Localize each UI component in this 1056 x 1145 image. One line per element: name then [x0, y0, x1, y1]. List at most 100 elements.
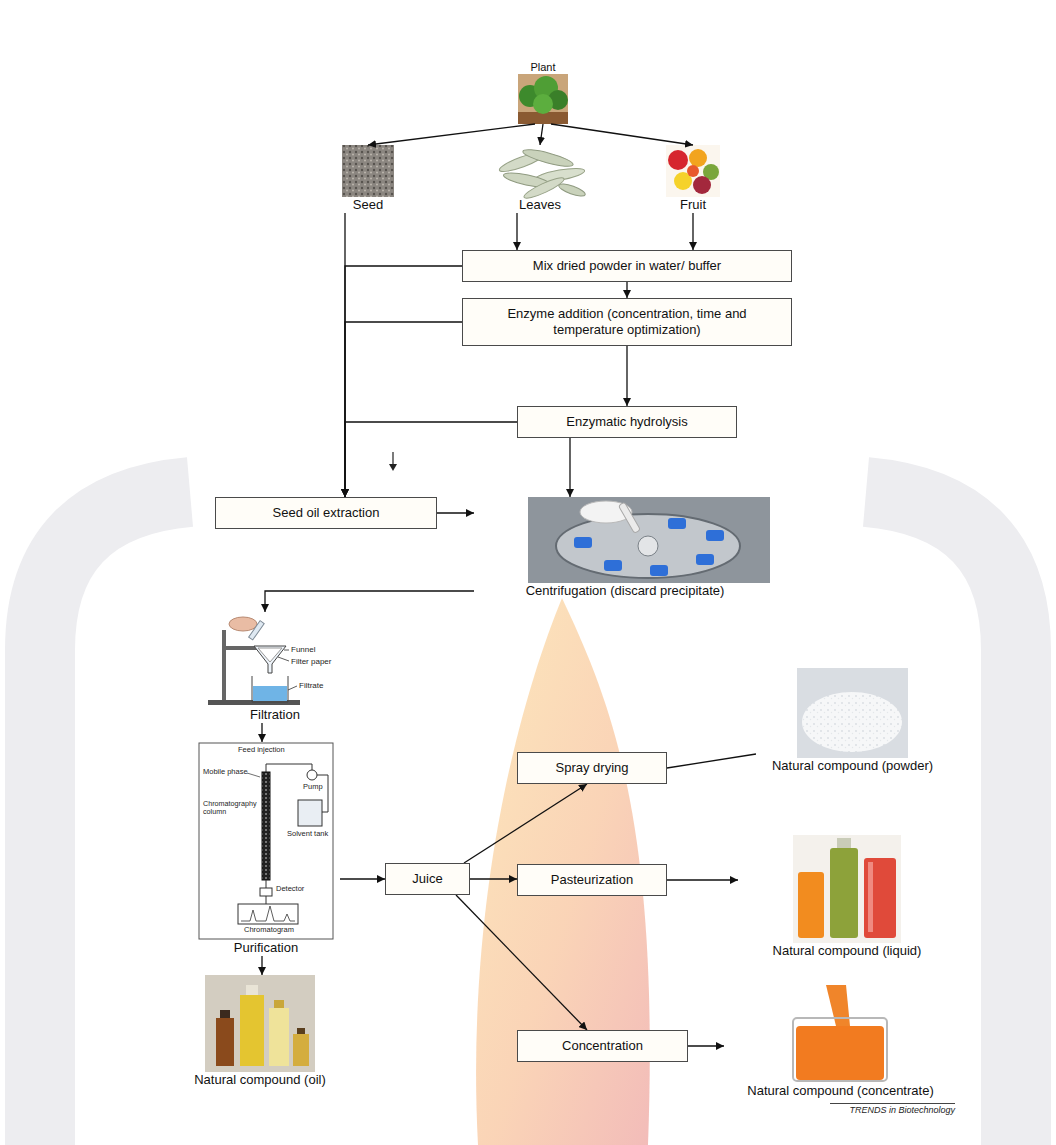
flow-arrow	[456, 895, 587, 1030]
part-label: Filtrate	[299, 681, 323, 690]
box-text: Enzymatic hydrolysis	[528, 414, 726, 430]
hand	[229, 617, 257, 631]
leader-line	[247, 773, 260, 777]
box-text: Seed oil extraction	[226, 505, 426, 521]
watermark-flame	[476, 598, 650, 1145]
oil-photo: Natural compound (oil)	[176, 975, 344, 1088]
centrifuge-photo: Centrifugation (discard precipitate)	[474, 497, 776, 599]
pouring-tube	[249, 621, 265, 640]
photo-ground	[518, 74, 568, 124]
pump-symbol	[307, 770, 317, 780]
part-label: Feed injection	[238, 746, 285, 755]
leaf	[522, 146, 575, 169]
watermark-arc	[40, 492, 190, 1145]
seed-photo	[342, 145, 394, 197]
process-box: Mix dried powder in water/ buffer	[462, 250, 792, 282]
flow-arrow	[345, 322, 462, 497]
concentrate-photo: Natural compound (concentrate)	[724, 985, 957, 1099]
oil-photo	[205, 975, 315, 1072]
fruit	[687, 165, 699, 177]
seed-pile	[342, 145, 394, 197]
fruit-photo	[666, 145, 720, 197]
box-text: Mix dried powder in water/ buffer	[473, 258, 781, 274]
stray-arrow	[389, 452, 397, 471]
seed-photo: Seed	[326, 145, 410, 213]
bottle-neck	[837, 838, 851, 848]
funnel	[254, 646, 286, 673]
leaves-photo	[498, 146, 587, 201]
photo-ground	[528, 497, 770, 583]
flow-arrow	[667, 879, 738, 880]
pipe	[266, 896, 267, 904]
part-label: Mobile phase	[203, 768, 248, 777]
arrow-head	[389, 464, 397, 471]
centrifuge-rotor	[556, 514, 740, 578]
process-box: Pasteurization	[517, 864, 667, 896]
tube-holder	[650, 565, 668, 576]
process-box: Enzymatic hydrolysis	[517, 406, 737, 438]
tube-holder	[668, 518, 686, 529]
process-box: Seed oil extraction	[215, 497, 437, 529]
part-label: Solvent tank	[287, 830, 328, 839]
bottle-cap	[220, 1010, 230, 1018]
beaker	[793, 1018, 887, 1081]
process-box: Concentration	[517, 1030, 688, 1062]
flow-arrow	[340, 878, 385, 879]
flow-arrow	[692, 213, 693, 250]
stand-rod	[222, 630, 226, 700]
leaves-photo: Leaves	[486, 145, 594, 213]
concentrate-photo	[786, 985, 896, 1083]
concentrate-liquid	[796, 1026, 884, 1080]
tube-holder	[706, 530, 724, 541]
flow-arrow	[345, 266, 462, 497]
photo-ground	[797, 668, 908, 758]
flow-arrow	[516, 213, 517, 250]
powder-photo	[797, 668, 908, 758]
leader-line	[284, 650, 289, 651]
centrifuge-photo	[528, 497, 770, 583]
filtrate-liquid	[253, 686, 287, 701]
flow-arrow	[261, 723, 262, 742]
pipe	[266, 880, 267, 888]
part-label: Filter paper	[291, 657, 331, 666]
part-label: Chromatography column	[203, 800, 259, 817]
liquid-photo: Natural compound (liquid)	[738, 835, 956, 959]
plant-photo: Plant	[509, 60, 577, 124]
part-label: Pump	[303, 783, 323, 792]
process-box: Spray drying	[517, 752, 667, 784]
flow-arrow	[345, 422, 517, 497]
flow-arrow	[464, 784, 587, 863]
plant-photo	[518, 74, 568, 124]
photo-ground	[793, 835, 901, 943]
leaf	[522, 175, 566, 202]
picture-caption: Natural compound (liquid)	[738, 943, 956, 959]
leader-line	[278, 657, 289, 661]
arrow-shaft	[392, 452, 393, 464]
box-text: Spray drying	[528, 760, 656, 776]
flow-arrow	[667, 754, 756, 768]
oil-bottle	[240, 995, 264, 1066]
part-label: Detector	[276, 885, 304, 894]
tube-holder	[574, 537, 592, 548]
picture-caption: Fruit	[656, 197, 730, 213]
rotor-hub	[638, 536, 658, 556]
leader-line	[288, 686, 297, 690]
liquid-photo	[793, 835, 901, 943]
picture-caption: Natural compound (oil)	[176, 1072, 344, 1088]
purification-drawing	[199, 743, 333, 939]
plant-foliage	[533, 94, 553, 114]
box-text: Concentration	[528, 1038, 677, 1054]
photo-ground	[205, 975, 315, 1072]
juice-bottle	[830, 848, 858, 938]
juice-glass	[798, 872, 824, 938]
picture-caption: Plant	[509, 60, 577, 74]
chromatogram-peaks	[241, 906, 295, 921]
tube-holder	[604, 560, 622, 571]
flow-arrow	[569, 438, 570, 497]
picture-caption: Leaves	[486, 197, 594, 213]
picture-caption: Seed	[326, 197, 410, 213]
box-text: Enzyme addition (concentration, time and…	[473, 306, 781, 338]
flow-arrow	[265, 591, 474, 612]
powder-photo: Natural compound (powder)	[756, 668, 949, 774]
